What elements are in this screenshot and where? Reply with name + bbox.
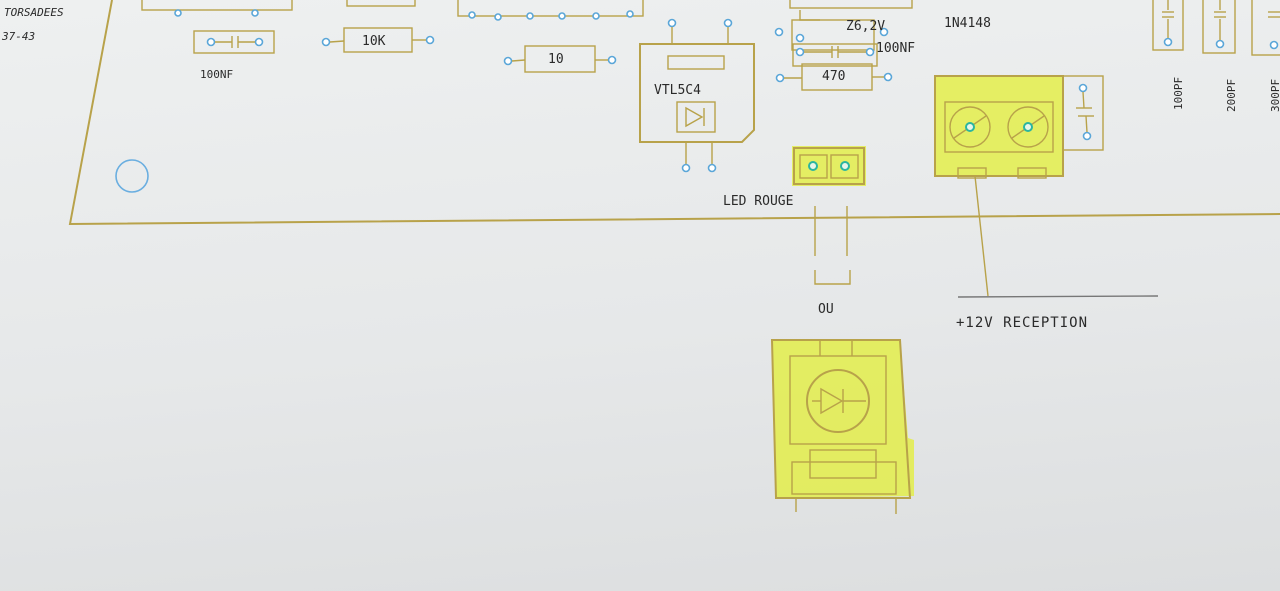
capacitor-200pf — [1202, 0, 1236, 54]
capacitor-100pf — [1152, 0, 1184, 51]
supply-label: +12V RECEPTION — [956, 315, 1088, 331]
zener-cap-cluster — [774, 10, 893, 91]
cap-200pf-label: 200PF — [1225, 79, 1238, 112]
led-leads — [814, 206, 851, 285]
led-module-alternative — [770, 339, 914, 514]
cap-100pf-label: 100PF — [1172, 77, 1185, 110]
cap-300pf-label: 300PF — [1269, 79, 1280, 112]
resistor-10 — [503, 45, 617, 73]
cap-100nf-left-label: 100NF — [200, 68, 233, 81]
torsadees-label: TORSADEES — [4, 6, 64, 19]
res-10k-label: 10K — [362, 34, 386, 49]
capacitor-100nf-left — [193, 30, 275, 54]
vertical-capacitor — [1062, 75, 1104, 151]
led-rouge-connector — [792, 146, 866, 186]
res-470-label: 470 — [822, 69, 845, 84]
resistor-10k — [321, 27, 435, 53]
cap-100nf-mid-label: 100NF — [876, 41, 915, 56]
range-label: 37-43 — [1, 30, 35, 43]
terminal-block — [934, 75, 1064, 179]
led-rouge-label: LED ROUGE — [723, 194, 793, 209]
zener-label: Z6,2V — [846, 19, 885, 34]
optocoupler-vtl5c4 — [639, 18, 755, 173]
diode-label: 1N4148 — [944, 16, 991, 31]
board-outline — [68, 0, 1280, 226]
capacitor-300pf — [1251, 0, 1280, 56]
supply-line — [957, 175, 1159, 298]
top-partial-components — [141, 0, 913, 21]
res-10-label: 10 — [548, 52, 564, 67]
optocoupler-label: VTL5C4 — [654, 83, 701, 98]
ou-label: OU — [818, 302, 834, 317]
mounting-hole — [115, 159, 149, 193]
